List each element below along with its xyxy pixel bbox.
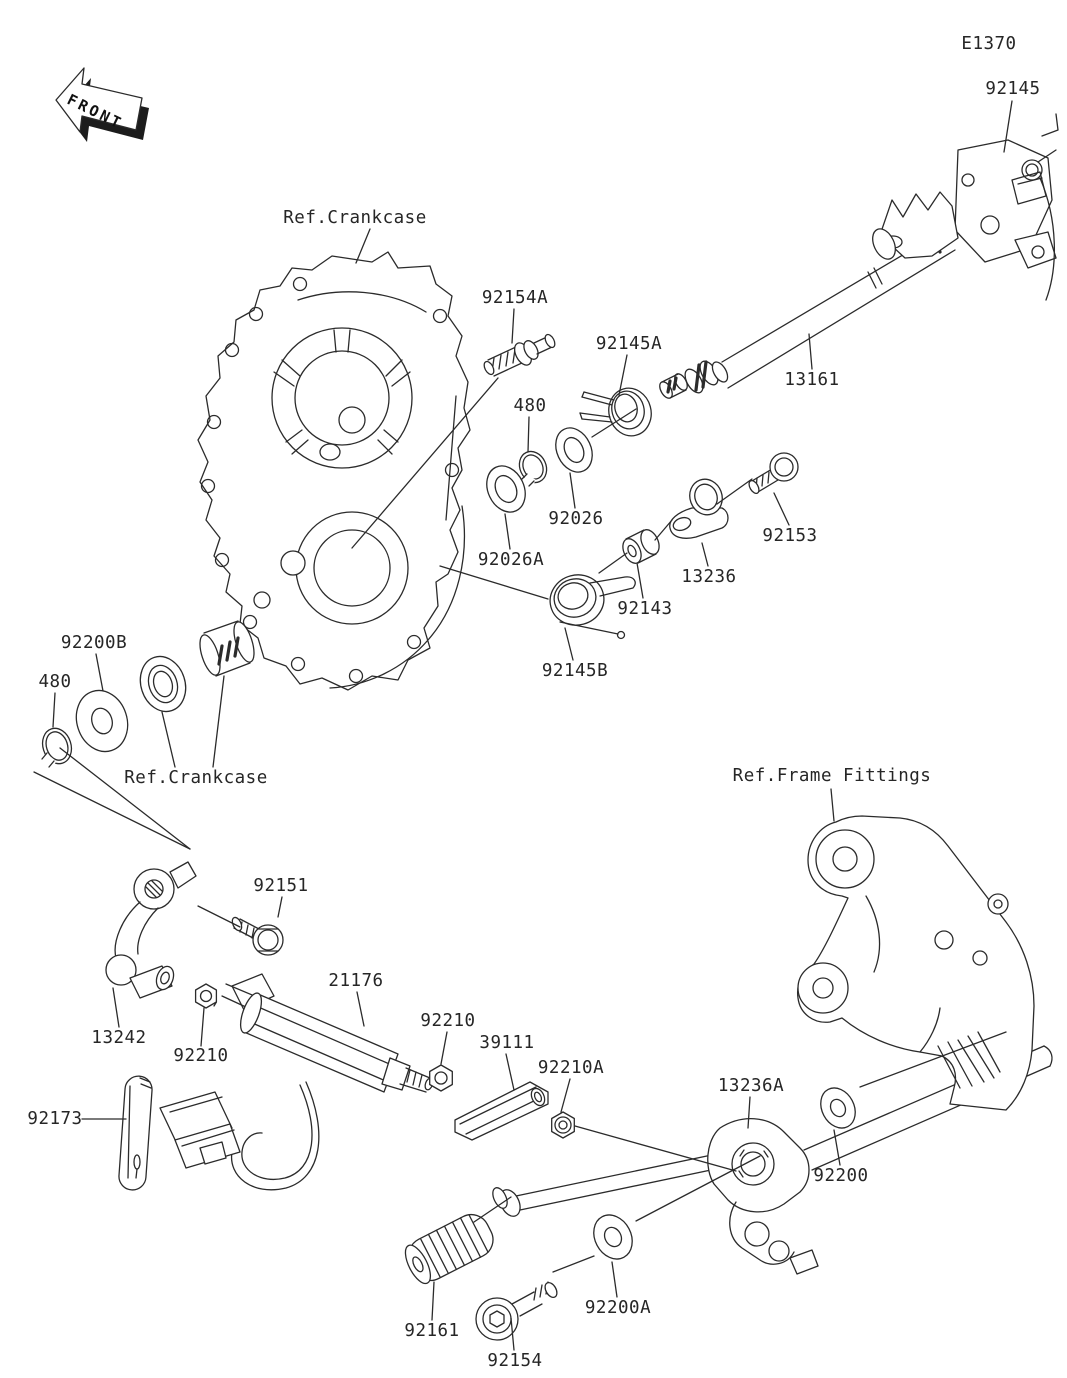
part-label-92210-left: 92210	[173, 1046, 229, 1066]
part-label-92145: 92145	[985, 79, 1041, 99]
part-label-92151: 92151	[253, 876, 309, 896]
gear-pedal-drawing	[492, 1045, 1053, 1217]
oil-seal-drawing	[139, 655, 187, 713]
frame-fitting-drawing	[796, 815, 1035, 1111]
part-label-92210A: 92210A	[537, 1058, 605, 1078]
bolt-92151-drawing	[231, 916, 284, 956]
collar-92143-drawing	[622, 529, 660, 564]
diagram-code: E1370	[961, 34, 1017, 54]
circlip-480-top-drawing	[518, 450, 548, 488]
bolt-92153-drawing	[748, 452, 799, 495]
part-label-13236: 13236	[681, 567, 737, 587]
part-label-92210-mid: 92210	[420, 1011, 476, 1031]
nut-92210A-drawing	[551, 1111, 575, 1139]
part-label-13236A: 13236A	[717, 1076, 785, 1096]
circlip-480-left-drawing	[40, 727, 73, 770]
part-label-480-left: 480	[38, 672, 72, 692]
part-label-92143: 92143	[617, 599, 673, 619]
front-direction-arrow-icon: FRONT	[55, 67, 149, 142]
needle-bearing-drawing	[199, 620, 255, 677]
footpeg-92161-drawing	[404, 1213, 494, 1285]
shift-arm-13242-drawing	[105, 861, 197, 999]
crankcase-cover-drawing	[197, 251, 471, 691]
ref-label-crankcase-top: Ref.Crankcase	[283, 208, 427, 228]
washer-92200A-drawing	[593, 1214, 633, 1260]
nut-92210-left-drawing	[194, 983, 218, 1009]
ref-label-crankcase-left: Ref.Crankcase	[124, 768, 268, 788]
part-label-92154A: 92154A	[481, 288, 549, 308]
part-label-39111: 39111	[479, 1033, 535, 1053]
part-label-92154: 92154	[487, 1351, 543, 1371]
bolt-92154-drawing	[475, 1281, 558, 1341]
washer-92200-drawing	[820, 1087, 856, 1129]
pedal-pivot-13236A-drawing	[707, 1117, 819, 1275]
sensor-connector-drawing	[159, 1091, 241, 1169]
shift-shaft-13161-drawing	[659, 113, 1059, 399]
spring-92145-drawing	[1021, 113, 1059, 301]
part-label-92153: 92153	[762, 526, 818, 546]
assembly-connection-lines	[33, 377, 1007, 1273]
part-label-92173: 92173	[27, 1109, 83, 1129]
rod-39111-drawing	[454, 1081, 549, 1141]
part-label-480-top: 480	[513, 396, 547, 416]
nut-92210-mid-drawing	[429, 1064, 453, 1092]
part-label-92026: 92026	[548, 509, 604, 529]
spring-92145A-drawing	[579, 387, 652, 437]
part-label-21176: 21176	[328, 971, 384, 991]
part-label-92200: 92200	[813, 1166, 869, 1186]
strap-92173-drawing	[118, 1075, 153, 1191]
washer-92200B-drawing	[75, 689, 129, 753]
washer-92026-drawing	[555, 427, 593, 473]
part-label-92200A: 92200A	[584, 1298, 652, 1318]
spring-92145B-drawing	[549, 574, 636, 640]
leader-lines	[52, 100, 1013, 1351]
part-label-92200B: 92200B	[60, 633, 128, 653]
part-label-13161: 13161	[784, 370, 840, 390]
part-label-92026A: 92026A	[477, 550, 545, 570]
ref-label-frame-fittings: Ref.Frame Fittings	[732, 766, 932, 786]
part-label-13242: 13242	[91, 1028, 147, 1048]
part-label-92145B: 92145B	[541, 661, 609, 681]
screw-92154A-drawing	[483, 333, 556, 377]
part-label-92145A: 92145A	[595, 334, 663, 354]
part-label-92161: 92161	[404, 1321, 460, 1341]
sensor-21176-drawing	[221, 973, 434, 1191]
washer-92026A-drawing	[486, 465, 526, 513]
lever-13236-drawing	[669, 478, 729, 539]
